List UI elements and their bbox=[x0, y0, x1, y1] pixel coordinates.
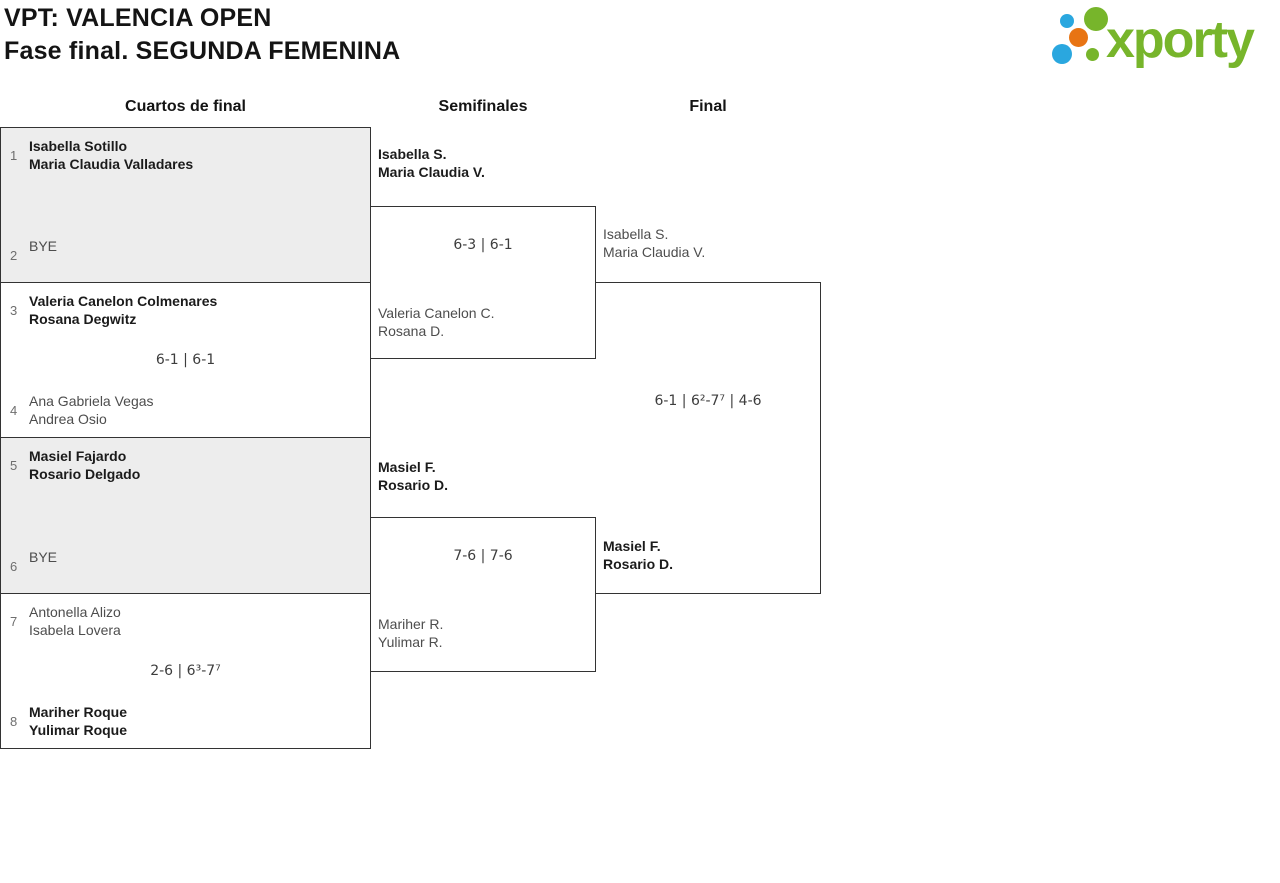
team-entry: 3 Valeria Canelon Colmenares Rosana Degw… bbox=[1, 283, 370, 328]
team-names: Mariher Roque Yulimar Roque bbox=[29, 703, 127, 739]
logo-dot-orange bbox=[1069, 28, 1088, 47]
qf-match-3: 5 Masiel Fajardo Rosario Delgado 6 BYE bbox=[0, 437, 371, 594]
player-name: Isabella S. bbox=[378, 146, 447, 162]
player-name: BYE bbox=[29, 549, 58, 565]
team-names: Valeria Canelon Colmenares Rosana Degwit… bbox=[29, 292, 217, 328]
round-header-final: Final bbox=[689, 98, 727, 115]
sf1-bottom-team-label: Valeria Canelon C. Rosana D. bbox=[378, 304, 494, 340]
player-name: Maria Claudia V. bbox=[603, 244, 706, 260]
player-name: Yulimar Roque bbox=[29, 722, 128, 738]
seed-number: 8 bbox=[10, 713, 18, 729]
player-name: Rosario D. bbox=[603, 556, 674, 572]
logo-dot-blue-medium bbox=[1052, 44, 1072, 64]
player-name: Isabella S. bbox=[603, 226, 669, 242]
sf-match-2: 7-6 | 7-6 Mariher R. Yulimar R. bbox=[370, 517, 596, 672]
team-names: Isabella Sotillo Maria Claudia Valladare… bbox=[29, 137, 193, 173]
match-score bbox=[1, 173, 370, 237]
player-name: Rosario Delgado bbox=[29, 466, 141, 482]
xporty-logo: xporty bbox=[1045, 0, 1280, 78]
player-name: Mariher Roque bbox=[29, 704, 128, 720]
qf-match-4: 7 Antonella Alizo Isabela Lovera 2-6 | 6… bbox=[0, 593, 371, 749]
player-name: Masiel F. bbox=[378, 459, 436, 475]
player-name: Antonella Alizo bbox=[29, 604, 121, 620]
match-score: 2-6 | 6³-7⁷ bbox=[150, 663, 221, 679]
player-name: Mariher R. bbox=[378, 616, 444, 632]
player-name: Ana Gabriela Vegas bbox=[29, 393, 154, 409]
logo-dot-green-small bbox=[1086, 48, 1099, 61]
player-name: BYE bbox=[29, 238, 58, 254]
qf-match-1: 1 Isabella Sotillo Maria Claudia Vallada… bbox=[0, 127, 371, 283]
sf-match-1: 6-3 | 6-1 Valeria Canelon C. Rosana D. bbox=[370, 206, 596, 359]
sf2-bottom-team-label: Mariher R. Yulimar R. bbox=[378, 615, 443, 651]
player-name: Maria Claudia V. bbox=[378, 164, 485, 180]
team-names: Antonella Alizo Isabela Lovera bbox=[29, 603, 121, 639]
player-name: Yulimar R. bbox=[378, 634, 443, 650]
team-entry: 1 Isabella Sotillo Maria Claudia Vallada… bbox=[1, 128, 370, 173]
final-bottom-team-label: Masiel F. Rosario D. bbox=[603, 537, 673, 573]
team-names: Ana Gabriela Vegas Andrea Osio bbox=[29, 392, 154, 428]
team-entry: 6 BYE bbox=[1, 548, 370, 593]
qf-match-2: 3 Valeria Canelon Colmenares Rosana Degw… bbox=[0, 282, 371, 438]
logo-dot-green-large bbox=[1084, 7, 1108, 31]
player-name: Rosana Degwitz bbox=[29, 311, 137, 327]
match-score: 7-6 | 7-6 bbox=[453, 548, 513, 564]
round-header-quarterfinals: Cuartos de final bbox=[125, 98, 246, 115]
match-score bbox=[1, 483, 370, 548]
player-name: Masiel Fajardo bbox=[29, 448, 127, 464]
title-line-2: Fase final. SEGUNDA FEMENINA bbox=[4, 37, 401, 65]
round-header-semifinals: Semifinales bbox=[438, 98, 528, 115]
sf1-top-team-label: Isabella S. Maria Claudia V. bbox=[378, 145, 485, 181]
team-entry: 5 Masiel Fajardo Rosario Delgado bbox=[1, 438, 370, 483]
team-entry: 2 BYE bbox=[1, 237, 370, 282]
seed-number: 2 bbox=[10, 247, 18, 263]
seed-number: 4 bbox=[10, 402, 18, 418]
team-names: BYE bbox=[29, 237, 57, 273]
player-name: Maria Claudia Valladares bbox=[29, 156, 194, 172]
player-name: Valeria Canelon Colmenares bbox=[29, 293, 218, 309]
final-top-team-label: Isabella S. Maria Claudia V. bbox=[603, 225, 705, 261]
page-title: VPT: VALENCIA OPEN Fase final. SEGUNDA F… bbox=[4, 2, 400, 68]
player-name: Masiel F. bbox=[603, 538, 661, 554]
player-name bbox=[29, 255, 57, 273]
match-score: 6-1 | 6-1 bbox=[155, 352, 216, 368]
final-match bbox=[595, 282, 821, 594]
title-line-1: VPT: VALENCIA OPEN bbox=[4, 4, 272, 32]
team-entry: 4 Ana Gabriela Vegas Andrea Osio bbox=[1, 392, 370, 437]
seed-number: 6 bbox=[10, 558, 18, 574]
logo-dot-blue-small bbox=[1060, 14, 1074, 28]
seed-number: 1 bbox=[10, 147, 18, 163]
final-score: 6-1 | 6²-7⁷ | 4-6 bbox=[654, 393, 762, 409]
player-name: Rosana D. bbox=[378, 323, 445, 339]
logo-wordmark: xporty bbox=[1106, 11, 1255, 69]
seed-number: 3 bbox=[10, 302, 18, 318]
team-entry: 7 Antonella Alizo Isabela Lovera bbox=[1, 594, 370, 639]
seed-number: 7 bbox=[10, 613, 18, 629]
team-names: Masiel Fajardo Rosario Delgado bbox=[29, 447, 140, 483]
player-name bbox=[29, 566, 57, 584]
sf2-top-team-label: Masiel F. Rosario D. bbox=[378, 458, 448, 494]
team-entry: 8 Mariher Roque Yulimar Roque bbox=[1, 703, 370, 748]
player-name: Andrea Osio bbox=[29, 411, 107, 427]
player-name: Rosario D. bbox=[378, 477, 449, 493]
seed-number: 5 bbox=[10, 457, 18, 473]
player-name: Isabella Sotillo bbox=[29, 138, 128, 154]
player-name: Isabela Lovera bbox=[29, 622, 121, 638]
match-score: 6-3 | 6-1 bbox=[453, 237, 513, 253]
team-names: BYE bbox=[29, 548, 57, 584]
player-name: Valeria Canelon C. bbox=[378, 305, 495, 321]
